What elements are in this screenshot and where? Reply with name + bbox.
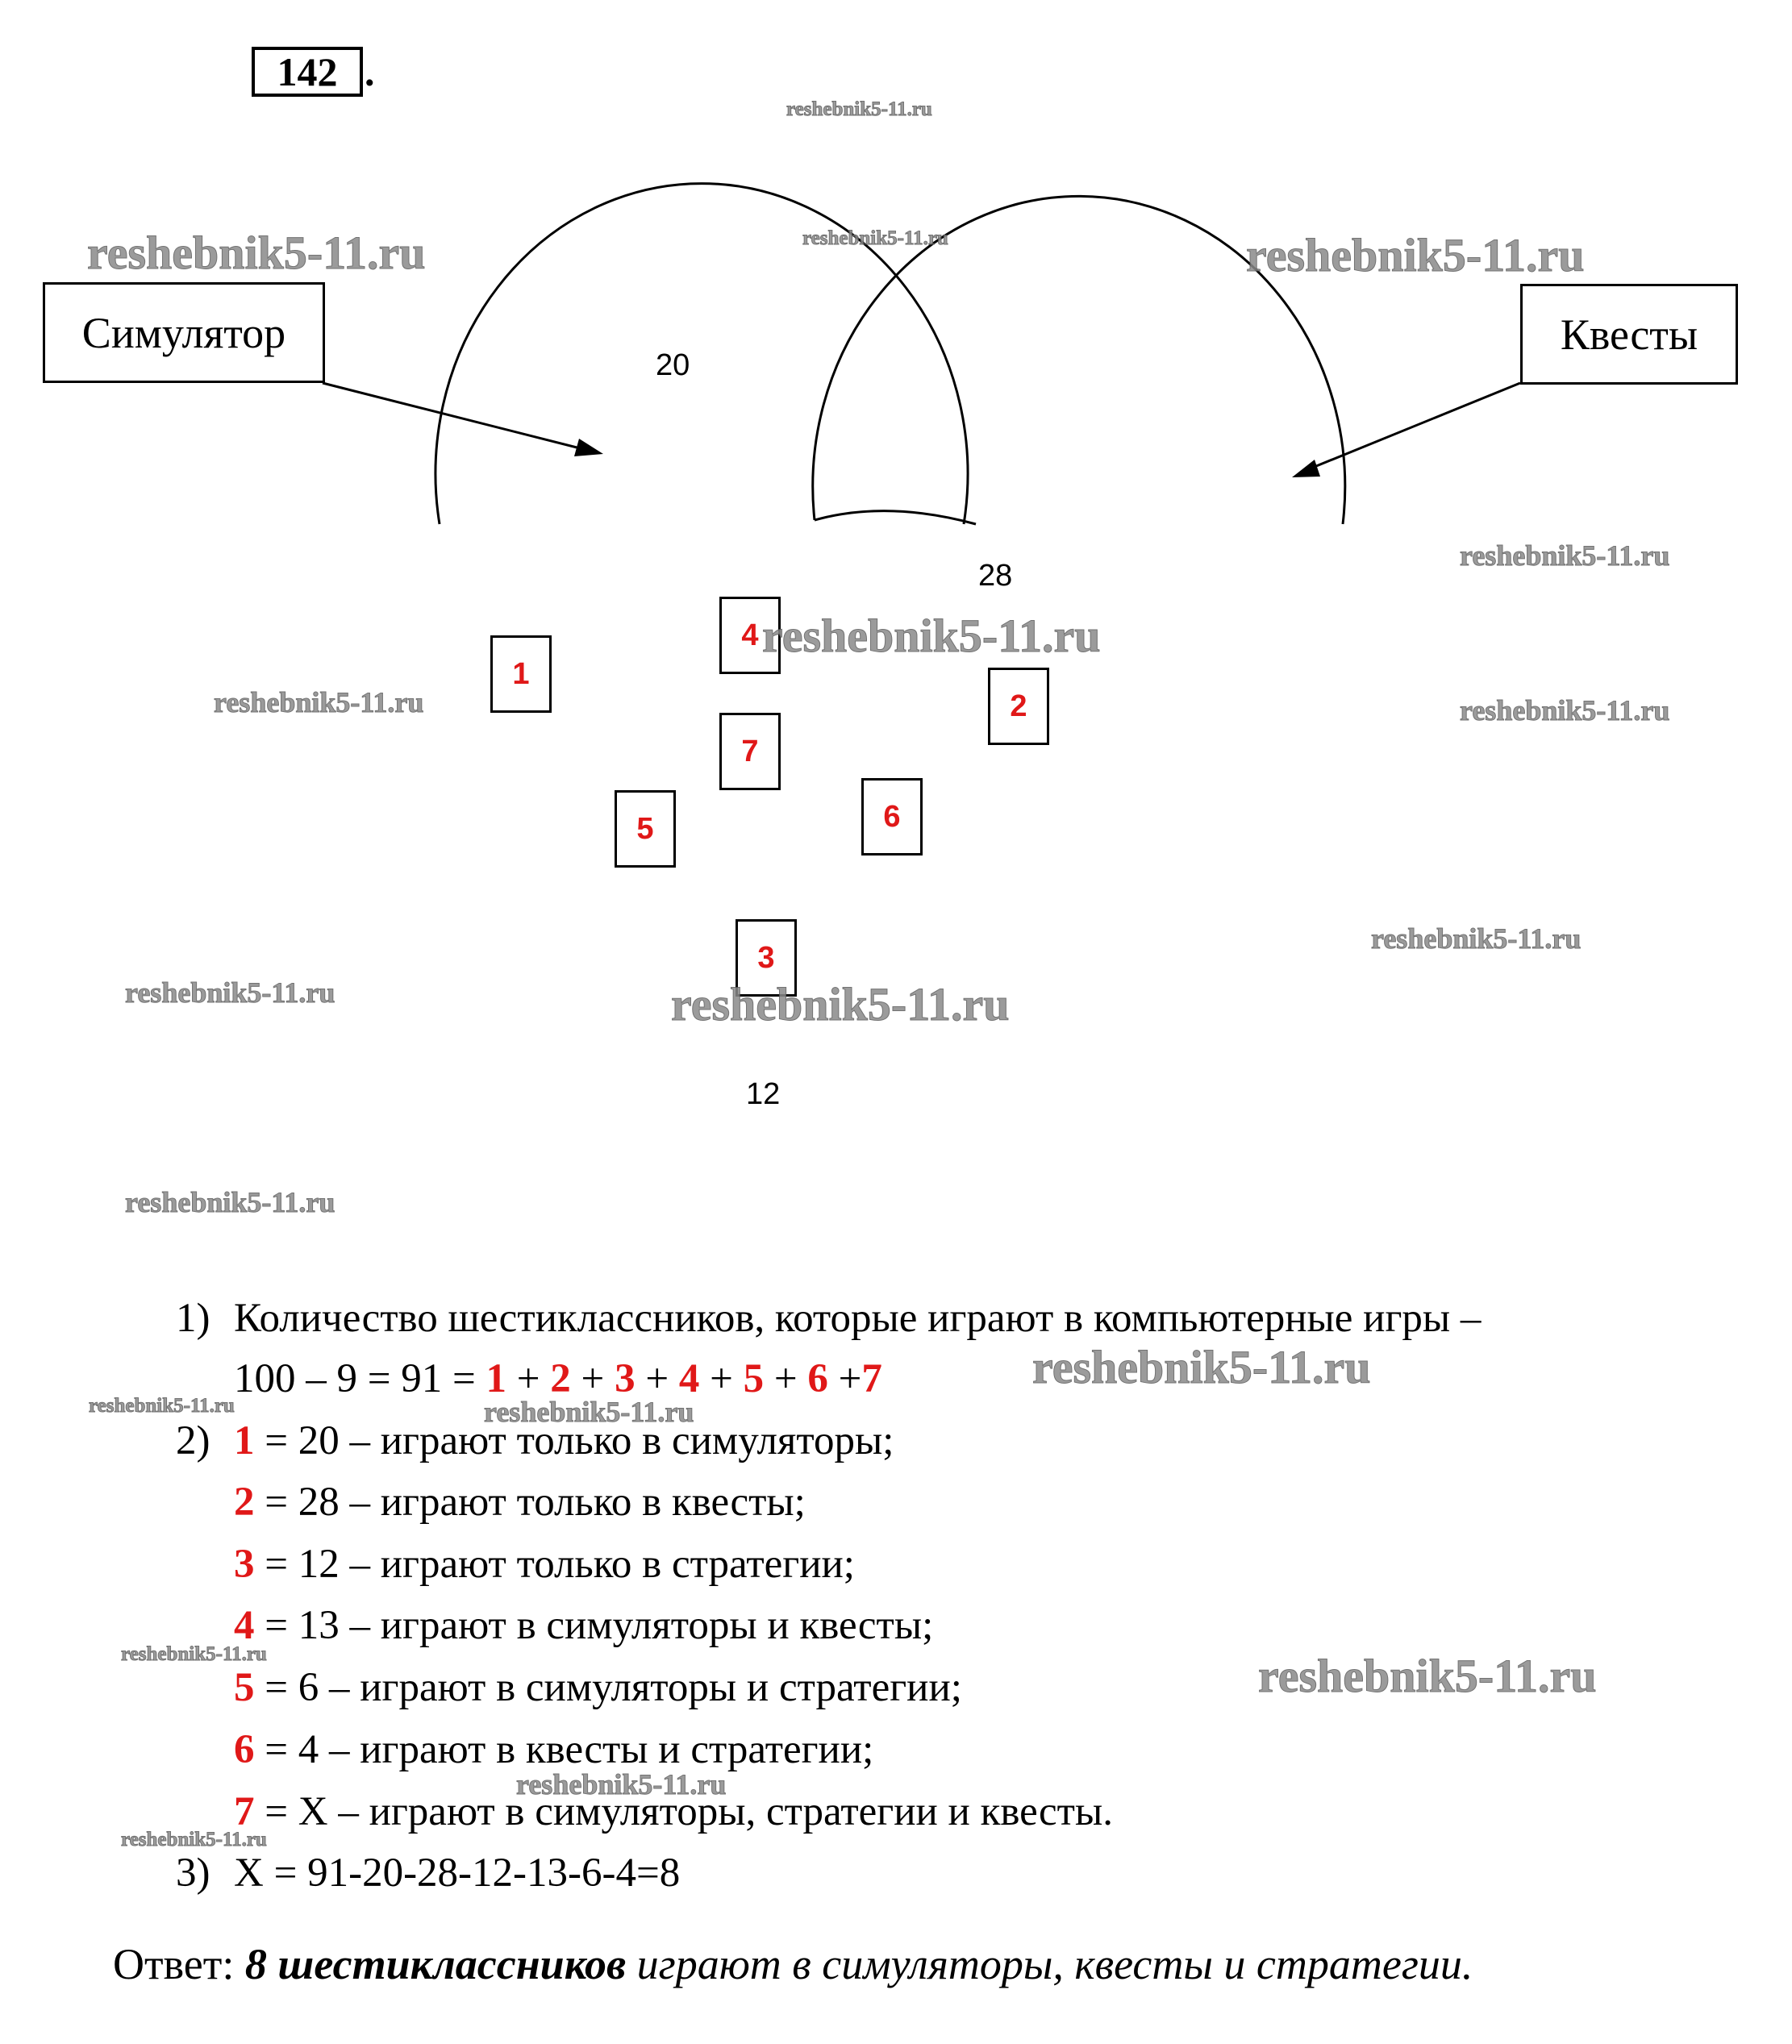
- plus-sign: +: [635, 1356, 679, 1401]
- watermark: reshebnik5-11.ru: [124, 1186, 335, 1219]
- region-box-5: 5: [615, 790, 676, 868]
- region-count-quests: 28: [978, 559, 1013, 593]
- watermark: reshebnik5-11.ru: [1370, 922, 1582, 955]
- answer: Ответ: 8 шестиклассников играют в симуля…: [113, 1939, 1473, 1989]
- step-2-item-text: = 20 – играют только в симуляторы;: [254, 1418, 894, 1463]
- term-5: 5: [743, 1356, 765, 1401]
- watermark: reshebnik5-11.ru: [213, 686, 424, 719]
- watermark: reshebnik5-11.ru: [89, 1395, 235, 1417]
- watermark: reshebnik5-11.ru: [1459, 539, 1670, 572]
- watermark: reshebnik5-11.ru: [124, 976, 335, 1010]
- step-3-equation: X = 91-20-28-12-13-6-4=8: [234, 1850, 681, 1896]
- step-2-item-num: 7: [234, 1789, 255, 1834]
- term-1: 1: [486, 1356, 507, 1401]
- watermark: reshebnik5-11.ru: [1246, 229, 1586, 282]
- watermark: reshebnik5-11.ru: [1258, 1650, 1598, 1703]
- plus-sign: +: [570, 1356, 615, 1401]
- region-count-simulators: 20: [656, 348, 690, 382]
- watermark: reshebnik5-11.ru: [87, 227, 427, 280]
- step-2-item: 2 = 28 – играют только в квесты;: [234, 1478, 806, 1526]
- step-2-item-num: 2: [234, 1480, 255, 1525]
- step-2-item-num: 4: [234, 1603, 255, 1648]
- region-box-1: 1: [490, 635, 552, 713]
- watermark: reshebnik5-11.ru: [121, 1829, 268, 1851]
- watermark: reshebnik5-11.ru: [802, 227, 949, 250]
- step-2-item-text: = 12 – играют только в стратегии;: [254, 1542, 855, 1587]
- region-count-strategies: 12: [746, 1077, 781, 1111]
- term-7: 7: [861, 1356, 882, 1401]
- answer-label: Ответ:: [113, 1940, 245, 1988]
- simulator-arrow: [322, 381, 594, 453]
- region-box-3: 3: [736, 919, 797, 997]
- quests-arrowhead: [1292, 460, 1320, 477]
- watermark: reshebnik5-11.ru: [1032, 1341, 1372, 1394]
- step-2-item: 7 = X – играют в симуляторы, стратегии и…: [234, 1788, 1113, 1836]
- quests-arrow: [1302, 381, 1521, 473]
- venn-diagram: [322, 182, 1521, 526]
- step-2-item-num: 3: [234, 1542, 255, 1587]
- region-box-6: 6: [861, 778, 923, 855]
- step-2-item: 3 = 12 – играют только в стратегии;: [234, 1540, 855, 1588]
- step-2-item-text: = 28 – играют только в квесты;: [254, 1480, 806, 1525]
- watermark: reshebnik5-11.ru: [786, 98, 933, 121]
- plus-sign: +: [699, 1356, 744, 1401]
- watermark: reshebnik5-11.ru: [1459, 694, 1670, 727]
- watermark: reshebnik5-11.ru: [515, 1768, 727, 1801]
- step-2-item: 4 = 13 – играют в симуляторы и квесты;: [234, 1601, 933, 1650]
- step-2-item-text: = X – играют в симуляторы, стратегии и к…: [254, 1789, 1113, 1834]
- answer-highlight: 8 шестиклассников: [244, 1940, 627, 1988]
- plus-sign: +: [764, 1356, 808, 1401]
- term-6: 6: [807, 1356, 828, 1401]
- plus-sign: +: [506, 1356, 551, 1401]
- simulators-circle-arc: [434, 182, 969, 525]
- step-2-item-text: = 6 – играют в симуляторы и стратегии;: [254, 1665, 962, 1710]
- watermark: reshebnik5-11.ru: [121, 1643, 268, 1666]
- quests-label: Квесты: [1520, 284, 1738, 385]
- step-2-item: 6 = 4 – играют в квесты и стратегии;: [234, 1726, 873, 1774]
- step-1-equation: 100 – 9 = 91 =: [234, 1356, 486, 1401]
- problem-number: 142: [252, 47, 363, 97]
- step-2-item-text: = 13 – играют в симуляторы и квесты;: [254, 1603, 934, 1648]
- step-2-item-num: 1: [234, 1418, 255, 1463]
- step-3-marker: 3): [176, 1850, 210, 1896]
- step-2-item: 5 = 6 – играют в симуляторы и стратегии;: [234, 1663, 962, 1712]
- answer-rest: играют в симуляторы, квесты и стратегии.: [626, 1940, 1473, 1988]
- watermark: reshebnik5-11.ru: [762, 610, 1102, 663]
- step-2-item-num: 5: [234, 1665, 255, 1710]
- intersection-arc: [814, 510, 977, 526]
- step-1-line-1: Количество шестиклассников, которые игра…: [234, 1296, 1482, 1341]
- step-2-item-text: = 4 – играют в квесты и стратегии;: [254, 1727, 874, 1772]
- region-box-7: 7: [719, 713, 781, 790]
- term-3: 3: [615, 1356, 636, 1401]
- problem-number-dot: .: [365, 49, 375, 94]
- simulator-arrowhead: [574, 439, 603, 456]
- term-4: 4: [678, 1356, 700, 1401]
- region-box-2: 2: [988, 668, 1049, 745]
- step-1-line-2: 100 – 9 = 91 = 1 + 2 + 3 + 4 + 5 + 6 +7: [234, 1355, 882, 1403]
- plus-sign: +: [827, 1356, 862, 1401]
- quests-circle-arc: [811, 194, 1347, 525]
- step-2-item-num: 6: [234, 1727, 255, 1772]
- watermark: reshebnik5-11.ru: [671, 978, 1011, 1031]
- watermark: reshebnik5-11.ru: [483, 1396, 694, 1429]
- simulator-label: Симулятор: [43, 282, 325, 383]
- step-2-item: 1 = 20 – играют только в симуляторы;: [234, 1417, 894, 1465]
- term-2: 2: [550, 1356, 571, 1401]
- region-box-4: 4: [719, 597, 781, 674]
- step-2-marker: 2): [176, 1418, 210, 1463]
- step-1-marker: 1): [176, 1296, 210, 1341]
